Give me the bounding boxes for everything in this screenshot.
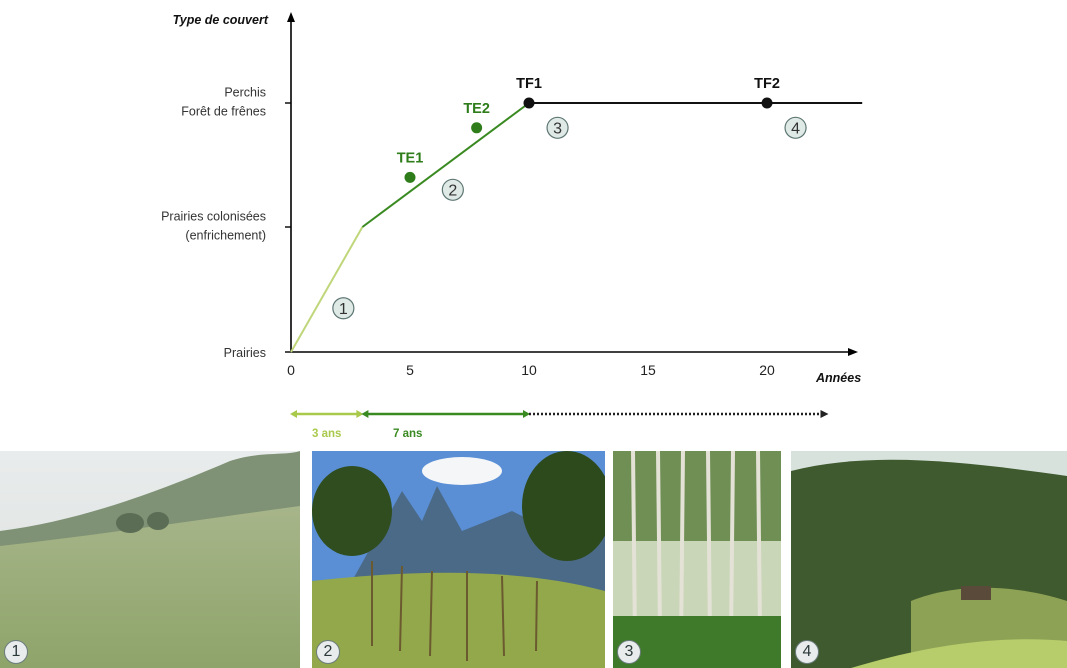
photo-badge: 3 bbox=[617, 640, 641, 664]
y-tick-label: Perchis bbox=[224, 86, 266, 100]
photo-badge: 1 bbox=[4, 640, 28, 664]
data-point-label: TF2 bbox=[754, 76, 780, 92]
duration-arrowhead bbox=[820, 410, 829, 418]
x-tick-label: 5 bbox=[406, 362, 414, 378]
ash-forest-image bbox=[613, 451, 781, 668]
y-axis-arrow bbox=[287, 12, 295, 22]
stage-marker bbox=[784, 116, 807, 139]
stage-marker bbox=[546, 116, 569, 139]
x-tick-label: 0 bbox=[287, 362, 295, 378]
stage-marker bbox=[441, 178, 464, 201]
data-point bbox=[404, 171, 416, 183]
data-point bbox=[523, 97, 535, 109]
series-segment bbox=[290, 226, 364, 353]
photo-badge: 4 bbox=[795, 640, 819, 664]
y-tick-label: Forêt de frênes bbox=[181, 105, 266, 119]
photo-badge: 2 bbox=[316, 640, 340, 664]
duration-arrowhead bbox=[290, 410, 297, 418]
photo-forested-hillside: 4 bbox=[791, 451, 1067, 668]
data-point bbox=[471, 122, 483, 134]
duration-label: 3 ans bbox=[312, 428, 341, 440]
series-segment bbox=[361, 102, 530, 228]
stage-marker-label: 3 bbox=[553, 120, 562, 137]
colonized-meadow-image bbox=[312, 451, 605, 668]
stage-marker bbox=[332, 297, 355, 320]
duration-timeline: 3 ans 7 ans bbox=[290, 410, 829, 440]
data-point-label: TE2 bbox=[463, 101, 490, 117]
photo-meadow: 1 bbox=[0, 451, 300, 668]
chart-plot: TE1 TE2 TF1 TF2 1 2 3 4 bbox=[290, 76, 863, 353]
meadow-image bbox=[0, 451, 300, 668]
y-tick-label: (enfrichement) bbox=[185, 229, 266, 243]
stage-marker-label: 1 bbox=[339, 301, 348, 318]
y-tick-label: Prairies colonisées bbox=[161, 210, 266, 224]
x-tick-label: 20 bbox=[759, 362, 775, 378]
photo-colonized-meadow: 2 bbox=[312, 451, 605, 668]
duration-arrowhead bbox=[361, 410, 369, 418]
y-axis-title: Type de couvert bbox=[173, 13, 269, 27]
stage-marker-label: 4 bbox=[791, 120, 800, 137]
x-axis-title: Années bbox=[815, 371, 861, 385]
duration-label: 7 ans bbox=[393, 428, 422, 440]
duration-arrowhead bbox=[523, 410, 530, 418]
stage-marker-label: 2 bbox=[448, 182, 457, 199]
x-axis-arrow bbox=[848, 348, 858, 356]
photo-ash-forest: 3 bbox=[613, 451, 781, 668]
data-point-label: TF1 bbox=[516, 76, 542, 92]
data-point-label: TE1 bbox=[397, 150, 424, 166]
x-tick-label: 15 bbox=[640, 362, 656, 378]
duration-arrowhead bbox=[356, 410, 364, 418]
x-tick-label: 10 bbox=[521, 362, 537, 378]
data-point bbox=[761, 97, 773, 109]
forested-hillside-image bbox=[791, 451, 1067, 668]
y-tick-label: Prairies bbox=[224, 346, 266, 360]
